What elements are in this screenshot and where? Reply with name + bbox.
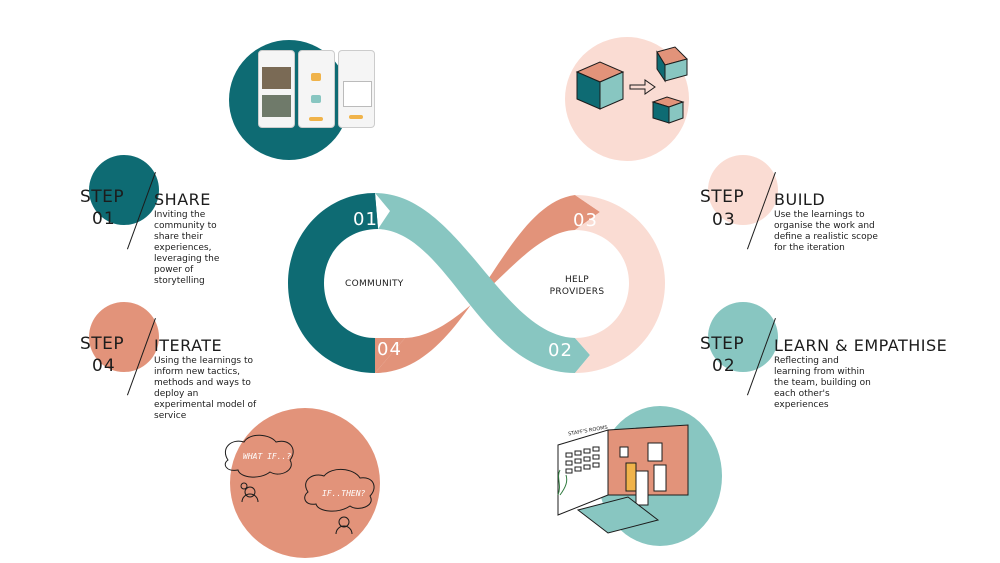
step-02-description: Reflecting and learning from within the … [774,356,871,410]
loop-segment-03 [575,195,665,373]
step-03-title: BUILD [774,190,826,209]
step-02-circle [708,302,778,372]
step-02-number: 02 [712,356,736,376]
ifthen-text: IF..THEN? [322,489,366,498]
step-04-number: 04 [92,356,116,376]
step-03-description: Use the learnings to organise the work a… [774,210,878,253]
step-04-title: ITERATE [154,336,223,355]
loop-number-03: 03 [573,210,598,231]
loop-number-01: 01 [353,209,378,230]
loop-segment-01 [288,193,378,373]
step-02-word: STEP [700,334,745,354]
step-01-number: 01 [92,209,116,229]
iterate-illustration-circle [230,408,380,558]
step-01-word: STEP [80,187,125,207]
phone-screen [298,50,335,128]
step-03-number: 03 [712,210,736,230]
step-03-word: STEP [700,187,745,207]
help-providers-label: HELP PROVIDERS [549,275,605,297]
step-02-title: LEARN & EMPATHISE [774,336,948,355]
loop-number-02: 02 [548,340,573,361]
step-04-word: STEP [80,334,125,354]
loop-segment-02 [375,193,590,373]
community-label: COMMUNITY [345,279,404,289]
thought-bubbles-sketch [224,434,375,535]
step-01-title: SHARE [154,190,211,209]
room-sketch [557,424,689,534]
step-03-circle [708,155,778,225]
phone-screen [338,50,375,128]
step-04-description: Using the learnings to inform new tactic… [154,356,257,421]
cubes-sketch [575,46,688,124]
whatif-text: WHAT IF..? [243,452,292,461]
phone-mockups [258,50,375,128]
step-01-description: Inviting the community to share their ex… [154,210,220,286]
loop-number-04: 04 [377,339,402,360]
phone-screen [258,50,295,128]
